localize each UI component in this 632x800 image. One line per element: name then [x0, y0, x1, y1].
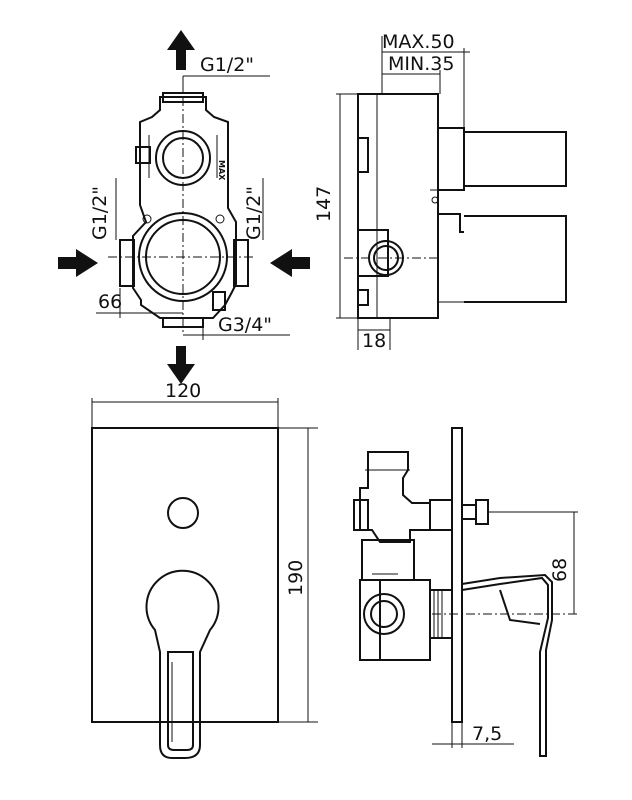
body-marking-text: MAX: [217, 160, 226, 181]
dim-plate-height: 190: [285, 560, 307, 596]
dim-axis-distance: 68: [549, 558, 571, 582]
dim-plate-thickness: 7,5: [472, 723, 502, 745]
outlet-bottom-arrow: [167, 346, 195, 384]
assembly-side-view: 68 7,5: [353, 427, 578, 757]
dim-outlet-bottom: G3/4": [218, 314, 272, 336]
diverter-button: [167, 497, 199, 529]
dim-min-depth: MIN.35: [388, 53, 454, 75]
outlet-top-arrow: [167, 30, 195, 70]
valve-body-front-view: MAX G1/2" G1/2" G1/2" 66 G3/4": [58, 30, 310, 384]
inlet-right-arrow: [270, 249, 310, 277]
dim-outlet-top: G1/2": [200, 54, 254, 76]
dim-body-height: 147: [313, 186, 335, 222]
valve-body-side-view: MAX.50 MIN.35 147 18: [313, 31, 567, 352]
dim-max-depth: MAX.50: [382, 31, 455, 53]
cover-plate-front-view: 120 190: [91, 380, 318, 759]
dim-plate-width: 120: [165, 380, 201, 402]
inlet-left-arrow: [58, 249, 98, 277]
dim-inlet-left: G1/2": [89, 186, 111, 240]
dim-inlet-right: G1/2": [243, 186, 265, 240]
dim-inlet-offset: 66: [98, 291, 122, 313]
dim-flange-depth: 18: [362, 330, 386, 352]
lever-handle: [145, 569, 220, 759]
